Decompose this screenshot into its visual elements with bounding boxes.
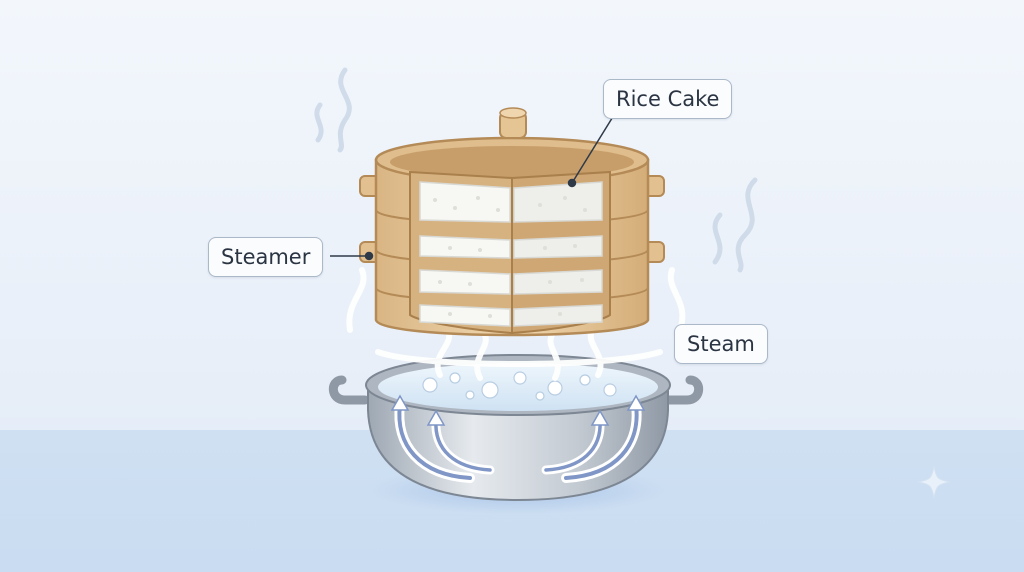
pot-handle-left bbox=[328, 375, 370, 405]
steam-label: Steam bbox=[674, 324, 768, 364]
pot-handle-right bbox=[662, 375, 704, 405]
steamer-label: Steamer bbox=[208, 237, 324, 277]
cooking-pot bbox=[328, 354, 704, 502]
sparkle-icon bbox=[917, 465, 951, 499]
bamboo-steamer bbox=[359, 107, 665, 337]
steam-wisp-icon bbox=[314, 67, 352, 153]
steam-circulation-arrows bbox=[390, 394, 646, 483]
rice-cake-layers bbox=[419, 181, 603, 327]
boiling-water bbox=[378, 363, 658, 411]
water-bubbles bbox=[422, 371, 617, 401]
steam-wisp-icon bbox=[712, 177, 758, 273]
rice-cake-label: Rice Cake bbox=[603, 79, 733, 119]
callout-leaders bbox=[330, 114, 615, 261]
